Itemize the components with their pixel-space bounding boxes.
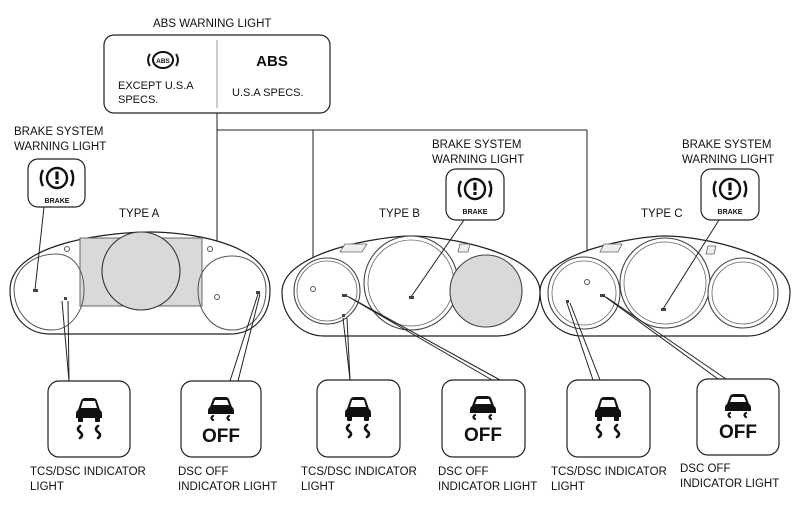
brake-label-a-line1: BRAKE SYSTEM: [14, 126, 104, 138]
tcs-dsc-icon-a: [47, 380, 131, 458]
svg-text:OFF: OFF: [464, 425, 502, 446]
brake-warning-icon-a: BRAKE: [27, 158, 86, 208]
tcs-label-a-line1: TCS/DSC INDICATOR: [30, 466, 146, 478]
dsc-off-label-b-line1: DSC OFF: [438, 466, 489, 478]
type-c-cluster: [539, 235, 791, 337]
brake-label-a-line2: WARNING LIGHT: [14, 141, 107, 153]
brake-label-c-line2: WARNING LIGHT: [682, 154, 775, 166]
tcs-label-b-line2: LIGHT: [301, 481, 335, 493]
dsc-off-label-c-line2: INDICATOR LIGHT: [680, 478, 780, 490]
tcs-label-b-line1: TCS/DSC INDICATOR: [301, 466, 417, 478]
dsc-off-label-c-line1: DSC OFF: [680, 463, 731, 475]
type-a-cluster: [9, 231, 271, 335]
svg-text:BRAKE: BRAKE: [718, 209, 743, 216]
dsc-off-icon-c: OFF: [696, 378, 780, 456]
dsc-off-label-a-line1: DSC OFF: [178, 466, 229, 478]
abs-usa-label: U.S.A SPECS.: [232, 87, 304, 99]
abs-usa-icon-text: ABS: [256, 53, 288, 70]
svg-text:OFF: OFF: [202, 426, 240, 447]
svg-text:OFF: OFF: [719, 422, 757, 443]
brake-warning-icon-b: BRAKE: [445, 168, 505, 221]
tcs-label-c-line1: TCS/DSC INDICATOR: [551, 466, 667, 478]
type-b-cluster: [281, 235, 541, 337]
tcs-label-c-line2: LIGHT: [551, 481, 585, 493]
abs-circle-icon-text: ABS: [156, 58, 170, 65]
abs-except-usa-line1: EXCEPT U.S.A: [118, 80, 194, 92]
abs-warning-callout: ABS ABS: [103, 34, 331, 114]
abs-warning-title: ABS WARNING LIGHT: [153, 18, 272, 30]
svg-text:BRAKE: BRAKE: [45, 198, 70, 205]
tcs-label-a-line2: LIGHT: [30, 481, 64, 493]
type-c-label: TYPE C: [641, 208, 683, 220]
type-b-label: TYPE B: [379, 208, 420, 220]
dsc-off-icon-a: OFF: [180, 380, 262, 458]
type-a-label: TYPE A: [119, 208, 160, 220]
dsc-off-label-a-line2: INDICATOR LIGHT: [178, 481, 278, 493]
svg-text:BRAKE: BRAKE: [463, 209, 488, 216]
dsc-off-label-b-line2: INDICATOR LIGHT: [438, 481, 538, 493]
tcs-dsc-icon-b: [316, 379, 401, 458]
abs-except-usa-line2: SPECS.: [118, 94, 159, 106]
indicator-leader-lines: [61, 293, 727, 382]
abs-circle-icon: ABS: [147, 51, 179, 69]
brake-label-b-line2: WARNING LIGHT: [432, 154, 525, 166]
brake-warning-icon-c: BRAKE: [700, 168, 760, 221]
brake-leader-lines: [34, 206, 720, 310]
brake-label-b-line1: BRAKE SYSTEM: [432, 139, 522, 151]
brake-label-c-line1: BRAKE SYSTEM: [682, 139, 772, 151]
tcs-dsc-icon-c: [566, 379, 651, 458]
dsc-off-icon-b: OFF: [441, 379, 526, 458]
